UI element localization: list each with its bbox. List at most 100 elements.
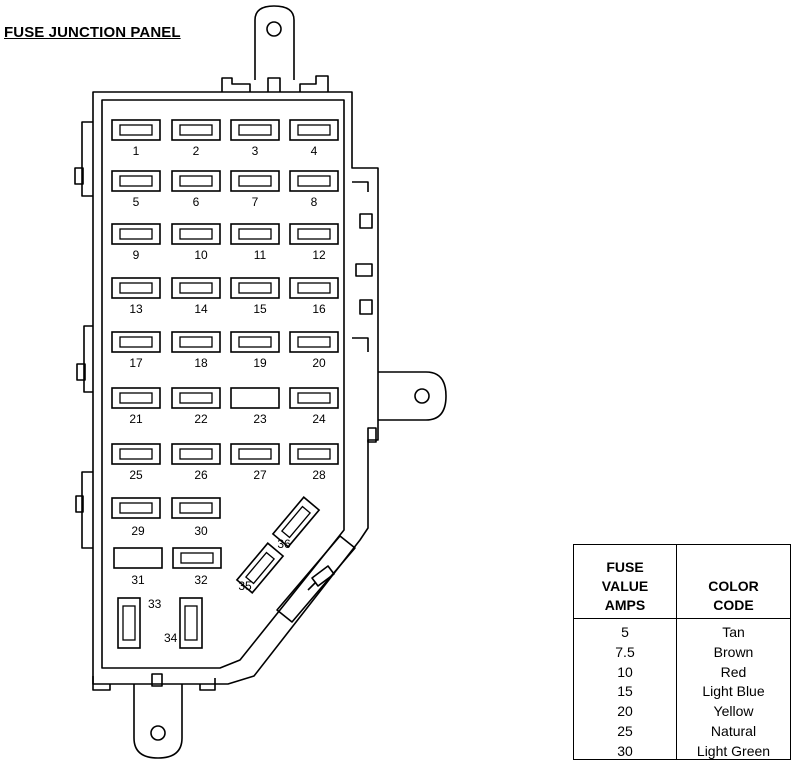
fuse-element	[297, 124, 331, 136]
fuse-body	[171, 387, 221, 409]
fuse-element	[119, 336, 153, 348]
fuse-body	[171, 119, 221, 141]
legend-color-cell: Yellow	[713, 703, 754, 720]
fuse-body	[289, 277, 339, 299]
left-clip-2	[83, 325, 93, 393]
fuse-element	[297, 448, 331, 460]
fuse-28	[289, 443, 339, 465]
fuse-2	[171, 119, 221, 141]
fuse-9	[111, 223, 161, 245]
fuse-13	[111, 277, 161, 299]
left-clip-2-tab	[76, 363, 86, 381]
fuse-32	[172, 547, 222, 569]
legend-color-cell: Red	[720, 663, 747, 680]
fuse-3	[230, 119, 280, 141]
bottom-clip-center-tab	[151, 673, 163, 687]
legend-header-color: COLOR CODE	[677, 545, 790, 618]
fuse-body	[113, 547, 163, 569]
fuse-element	[297, 282, 331, 294]
top-mount-tab	[254, 5, 295, 80]
left-clip-3-tab	[75, 495, 84, 513]
diagram-title: FUSE JUNCTION PANEL	[4, 24, 181, 41]
fuse-24	[289, 387, 339, 409]
fuse-body	[111, 170, 161, 192]
fuse-element	[244, 551, 276, 585]
fuse-element	[119, 282, 153, 294]
right-clip-3-tab	[359, 299, 373, 315]
diagonal-connector	[276, 535, 356, 623]
fuse-label-8: 8	[311, 195, 318, 209]
fuse-element	[119, 228, 153, 240]
fuse-15	[230, 277, 280, 299]
fuse-element	[238, 448, 272, 460]
fuse-36	[271, 496, 321, 548]
fuse-label-29: 29	[131, 524, 145, 538]
fuse-26	[171, 443, 221, 465]
fuse-label-27: 27	[253, 468, 267, 482]
fuse-label-15: 15	[253, 302, 267, 316]
fuse-element	[179, 392, 213, 404]
fuse-label-34: 34	[164, 631, 178, 645]
right-clip-1	[352, 181, 369, 192]
legend-color-cell: Light Blue	[702, 683, 765, 700]
fuse-22	[171, 387, 221, 409]
fuse-element	[119, 175, 153, 187]
fuse-label-10: 10	[194, 248, 208, 262]
top-clip-left	[221, 77, 251, 92]
bottom-clip-left	[92, 676, 111, 691]
fuse-element	[179, 502, 213, 514]
legend-amps-cell: 7.5	[615, 643, 635, 660]
fuse-body	[235, 542, 285, 594]
fuse-element	[119, 448, 153, 460]
legend-header-color-line-1: COLOR	[708, 578, 759, 594]
right-mount-hole	[414, 388, 430, 404]
fuse-body	[111, 443, 161, 465]
fuse-element	[119, 124, 153, 136]
fuse-label-26: 26	[194, 468, 208, 482]
fuse-body	[111, 387, 161, 409]
right-clip-2-tab	[355, 263, 373, 277]
fuse-element	[238, 336, 272, 348]
fuse-body	[117, 597, 141, 649]
fuse-label-11: 11	[254, 248, 267, 262]
fuse-label-35: 35	[238, 579, 252, 593]
legend-amps-column: 5 7.5 10 15 20 25 30	[574, 619, 677, 759]
fuse-element	[179, 282, 213, 294]
fuse-body	[111, 331, 161, 353]
fuse-16	[289, 277, 339, 299]
legend-header-amps-line-3: AMPS	[604, 597, 646, 613]
left-clip-1-tab	[74, 167, 84, 185]
fuse-19	[230, 331, 280, 353]
fuse-body	[171, 331, 221, 353]
fuse-label-5: 5	[133, 195, 140, 209]
top-clip-center	[267, 77, 281, 92]
fuse-element	[180, 552, 214, 564]
left-clip-1	[81, 121, 93, 197]
fuse-body	[289, 443, 339, 465]
fuse-body	[230, 223, 280, 245]
fuse-label-4: 4	[311, 144, 318, 158]
fuse-element	[238, 228, 272, 240]
fuse-body	[230, 387, 280, 409]
fuse-body	[171, 277, 221, 299]
legend-amps-cell: 10	[617, 663, 633, 680]
fuse-label-18: 18	[194, 356, 208, 370]
fuse-label-17: 17	[129, 356, 143, 370]
legend-header-amps: FUSE VALUE AMPS	[574, 545, 677, 618]
fuse-body	[289, 170, 339, 192]
fuse-14	[171, 277, 221, 299]
fuse-body	[111, 497, 161, 519]
fuse-label-25: 25	[129, 468, 143, 482]
fuse-7	[230, 170, 280, 192]
fuse-element	[297, 228, 331, 240]
fuse-label-1: 1	[133, 144, 140, 158]
top-clip-right	[299, 75, 329, 92]
legend-color-cell: Tan	[722, 624, 745, 640]
fuse-body	[171, 170, 221, 192]
fuse-element	[179, 448, 213, 460]
fuse-17	[111, 331, 161, 353]
legend-amps-cell: 30	[617, 742, 633, 759]
fuse-color-legend: FUSE VALUE AMPS COLOR CODE 5 7.5 10 15 2…	[573, 544, 791, 760]
right-clip-1-tab	[359, 213, 373, 229]
fuse-label-9: 9	[133, 248, 140, 262]
